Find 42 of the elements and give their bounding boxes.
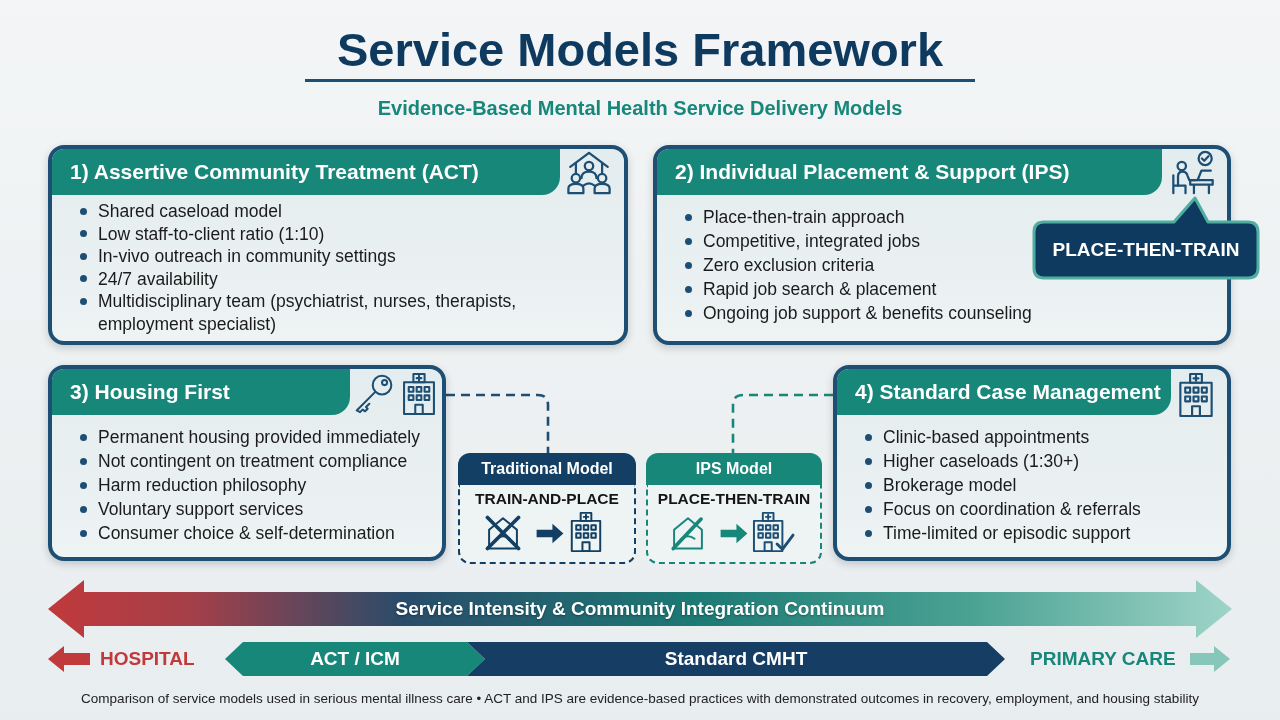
bullet-item: Zero exclusion criteria	[679, 253, 875, 277]
band-label: ACT / ICM	[310, 647, 400, 671]
bullet-item: Not contingent on treatment compliance	[74, 449, 408, 473]
bullet-item: Permanent housing provided immediately	[74, 425, 420, 449]
model-card	[48, 365, 446, 561]
approach-label: TRAIN-AND-PLACE	[475, 489, 619, 509]
dashed-connector	[446, 393, 550, 453]
caption: Comparison of service models used in serious mental illness care • ACT and IPS are evidence-based practices with demonstrated outcomes in recovery, employment, and housing stability	[81, 690, 1199, 708]
bullet-item: 24/7 availability	[74, 267, 218, 290]
model-card	[48, 145, 628, 345]
dashed-connector	[731, 393, 833, 453]
bullet-item: Low staff-to-client ratio (1:10)	[74, 222, 325, 245]
continuum-label: Service Intensity & Community Integration Continuum	[395, 597, 885, 621]
bullet-item: Consumer choice & self-determination	[74, 521, 395, 545]
bullet-item: Competitive, integrated jobs	[679, 229, 920, 253]
approach-label: PLACE-THEN-TRAIN	[657, 489, 811, 509]
bullet-item: Shared caseload model	[74, 200, 282, 223]
bullet-item: Place-then-train approach	[679, 205, 905, 229]
bullet-item: Harm reduction philosophy	[74, 473, 307, 497]
bullet-item: Multidisciplinary team (psychiatrist, nurses, therapists, employment specialist)	[74, 290, 568, 335]
scale-end-label: PRIMARY CARE	[1030, 647, 1176, 671]
bullet-item: Clinic-based appointments	[859, 425, 1090, 449]
card-heading: 2) Individual Placement & Support (IPS)	[657, 149, 1162, 195]
subtitle: Evidence-Based Mental Health Service Delivery Models	[377, 96, 903, 121]
card-heading: 4) Standard Case Management	[837, 369, 1171, 415]
title: Service Models Framework	[337, 22, 943, 78]
bullet-item: Brokerage model	[859, 473, 1017, 497]
card-heading: 1) Assertive Community Treatment (ACT)	[52, 149, 560, 195]
bullet-item: Higher caseloads (1:30+)	[859, 449, 1079, 473]
box-heading: IPS Model	[646, 453, 822, 485]
scale-end-label: HOSPITAL	[100, 647, 195, 671]
bullet-item: Rapid job search & placement	[679, 277, 937, 301]
bullet-item: Voluntary support services	[74, 497, 304, 521]
box-heading: Traditional Model	[458, 453, 636, 485]
callout-label: PLACE-THEN-TRAIN	[1052, 238, 1240, 262]
bullet-item: Ongoing job support & benefits counseling	[679, 301, 1032, 325]
bullet-item: In-vivo outreach in community settings	[74, 245, 396, 268]
card-heading: 3) Housing First	[52, 369, 350, 415]
bullet-item: Time-limited or episodic support	[859, 521, 1131, 545]
band-label: Standard CMHT	[664, 647, 808, 671]
model-card	[833, 365, 1231, 561]
bullet-item: Focus on coordination & referrals	[859, 497, 1141, 521]
